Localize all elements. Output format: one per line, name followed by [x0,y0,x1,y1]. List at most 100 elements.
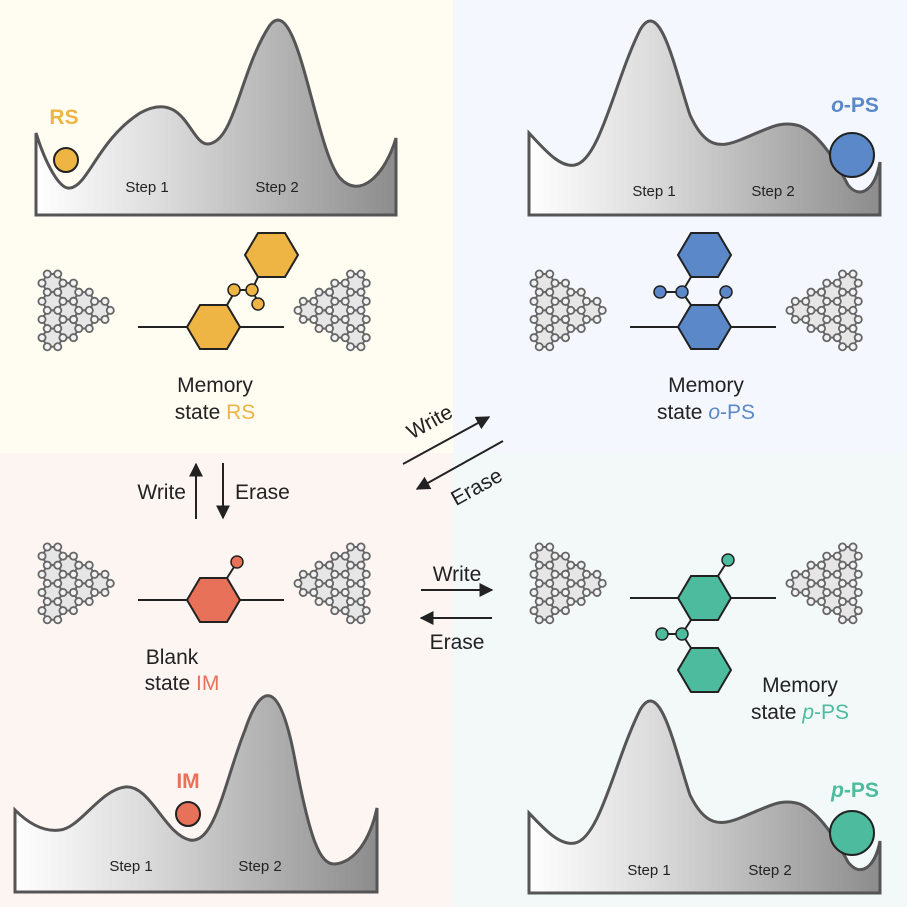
lattice-atom [346,287,356,297]
lattice-atom [592,296,602,306]
lattice-atom [340,333,350,343]
lattice-atom [806,578,816,588]
lattice-atom [545,615,555,625]
lattice-atom [550,314,560,324]
lattice-atom [346,578,356,588]
graphene-triangle-right [785,542,863,625]
molecule-rs: Memory state RS [37,232,371,424]
lattice-atom [801,296,811,306]
write-label-horizontal: Write [433,563,482,586]
lattice-atom [550,606,560,616]
lattice-atom [356,324,366,334]
lattice-atom [37,587,47,597]
lattice-atom [42,578,52,588]
lattice-atom [346,305,356,315]
lattice-atom [576,305,586,315]
step-1-label: Step 1 [632,183,675,200]
lattice-atom [53,560,63,570]
lattice-atom [832,314,842,324]
lattice-atom [550,551,560,561]
switch-hexagon [676,647,733,693]
lattice-atom [534,269,544,279]
lattice-atom [853,606,863,616]
lattice-atom [545,305,555,315]
lattice-atom [534,342,544,352]
lattice-atom [314,578,324,588]
lattice-atom [561,314,571,324]
lattice-atom [74,597,84,607]
lattice-atom [576,578,586,588]
lattice-atom [822,587,832,597]
lattice-atom [561,296,571,306]
lattice-atom [69,278,79,288]
panel-rs-background [0,0,453,453]
lattice-atom [100,587,110,597]
lattice-atom [361,333,371,343]
central-hexagon [185,304,242,350]
lattice-atom [529,278,539,288]
lattice-atom [42,560,52,570]
lattice-atom [356,615,366,625]
lattice-atom [84,324,94,334]
lattice-atom [848,287,858,297]
lattice-atom [529,314,539,324]
lattice-atom [53,597,63,607]
molecule-pps: Memory state p-PS [529,542,863,724]
lattice-atom [561,587,571,597]
lattice-atom [838,287,848,297]
lattice-atom [298,314,308,324]
lattice-atom [309,296,319,306]
lattice-atom [340,587,350,597]
lattice-atom [790,296,800,306]
lattice-atom [330,587,340,597]
lattice-atom [550,333,560,343]
lattice-atom [806,287,816,297]
rs-state-name: RS [226,401,255,424]
lattice-atom [346,342,356,352]
lattice-atom [37,551,47,561]
lattice-atom [361,314,371,324]
lattice-atom [84,287,94,297]
lattice-atom [69,333,79,343]
lattice-atom [325,597,335,607]
lattice-atom [592,314,602,324]
lattice-atom [806,305,816,315]
pps-ball [829,810,875,856]
lattice-atom [314,597,324,607]
ops-state-line1: Memory [668,374,744,397]
lattice-atom [838,305,848,315]
central-hexagon [185,577,242,623]
lattice-atom [74,324,84,334]
erase-label-diagonal: Erase [447,464,506,511]
energy-landscape-pps: Step 1 Step 2 p-PS [527,699,882,895]
lattice-atom [853,278,863,288]
lattice-atom [838,269,848,279]
lattice-atom [356,269,366,279]
lattice-atom [90,587,100,597]
lattice-atom [42,615,52,625]
lattice-atom [42,342,52,352]
lattice-atom [832,278,842,288]
lattice-atom [361,569,371,579]
lattice-atom [806,324,816,334]
lattice-atom [340,314,350,324]
lattice-atom [356,560,366,570]
lattice-atom [561,333,571,343]
central-hexagon [676,575,733,621]
lattice-atom [42,287,52,297]
lattice-atom [298,587,308,597]
lattice-atom [801,314,811,324]
ops-ball-label: o-PS [831,94,879,117]
lattice-atom [566,560,576,570]
lattice-atom [84,578,94,588]
lattice-atom [853,333,863,343]
lattice-atom [356,542,366,552]
lattice-atom [53,542,63,552]
graphene-triangle-left [529,269,607,352]
lattice-atom [90,569,100,579]
switch-hexagon [676,232,733,278]
lattice-atom [822,569,832,579]
lattice-atom [37,296,47,306]
lattice-atom [361,296,371,306]
